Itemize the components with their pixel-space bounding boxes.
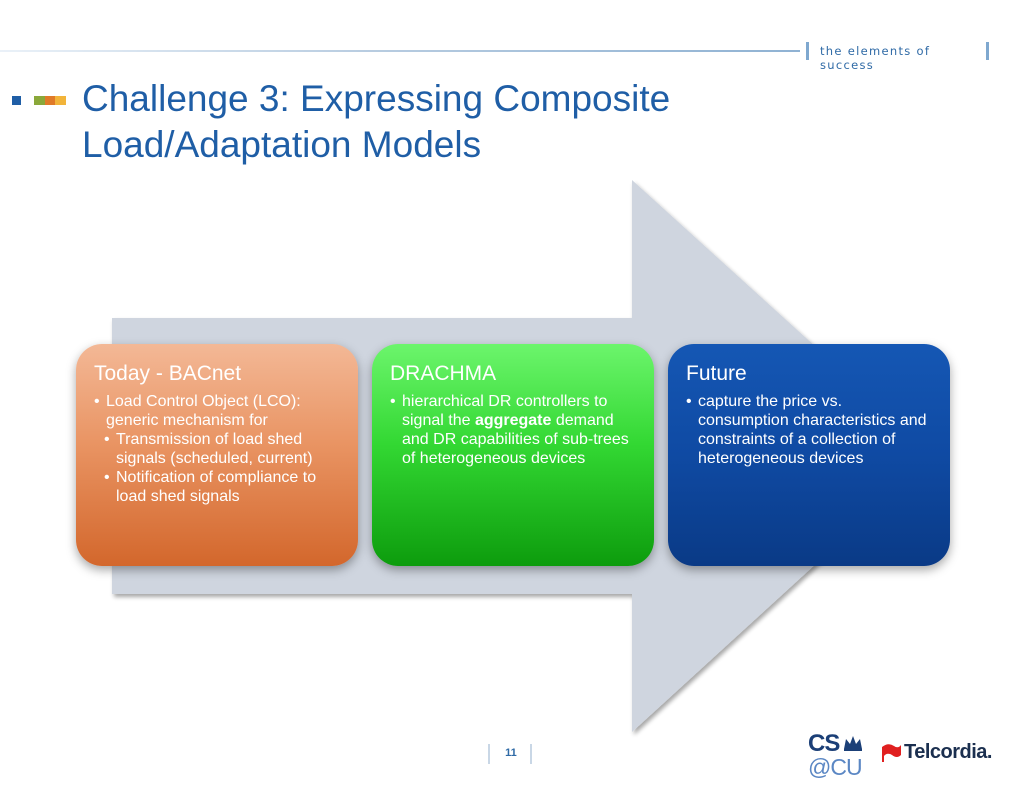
page-number: 11	[505, 747, 517, 759]
telcordia-logo: Telcordia.	[880, 738, 1000, 768]
card-today-bacnet: Today - BACnet Load Control Object (LCO)…	[76, 344, 358, 566]
list-item: hierarchical DR controllers to signal th…	[390, 392, 636, 468]
crown-icon	[844, 736, 862, 751]
slide-title: Challenge 3: Expressing Composite Load/A…	[82, 78, 671, 165]
card-title: DRACHMA	[390, 362, 497, 385]
page-number-box: 11	[488, 744, 534, 764]
list-item: Transmission of load shed signals (sched…	[104, 430, 340, 468]
card-title: Today - BACnet	[94, 362, 242, 385]
card-future: Future capture the price vs. consumption…	[668, 344, 950, 566]
header-rule	[0, 50, 800, 52]
telcordia-flag-icon	[882, 744, 901, 762]
list-item: Load Control Object (LCO): generic mecha…	[94, 392, 340, 430]
tagline-left-bar	[806, 42, 809, 60]
list-item: capture the price vs. consumption charac…	[686, 392, 932, 468]
columbia-cs-logo: CS @CU	[808, 730, 868, 780]
card-drachma: DRACHMA hierarchical DR controllers to s…	[372, 344, 654, 566]
tagline: the elements of success	[820, 44, 931, 72]
card-title: Future	[686, 362, 747, 385]
emphasis-text: aggregate	[474, 412, 552, 429]
list-item: Notification of compliance to load shed …	[104, 468, 340, 506]
tagline-right-bar	[986, 42, 989, 60]
